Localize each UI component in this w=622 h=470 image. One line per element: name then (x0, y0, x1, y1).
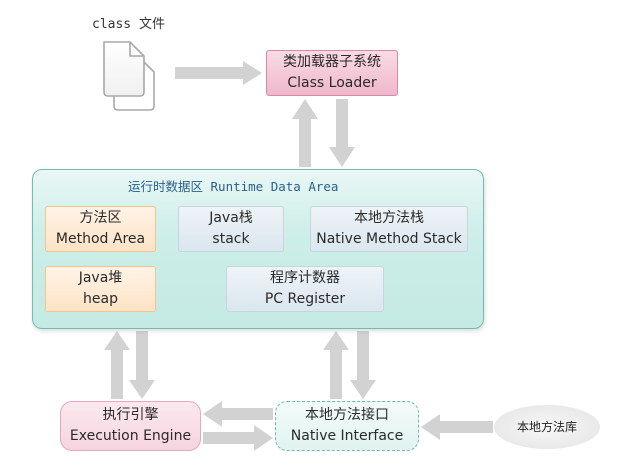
runtime-data-area-title: 运行时数据区 Runtime Data Area (128, 179, 339, 194)
arrow-loader-to-area (329, 99, 355, 167)
class-loader-cn: 类加载器子系统 (283, 54, 381, 70)
native-interface-en: Native Interface (290, 428, 404, 444)
heap-box: Java堆 heap (45, 266, 156, 312)
native-method-stack-box: 本地方法栈 Native Method Stack (310, 206, 468, 252)
arrow-area-to-engine (129, 331, 155, 399)
document-stack-icon (103, 41, 155, 111)
arrow-library-to-native (421, 414, 493, 440)
arrow-native-to-area (323, 331, 349, 399)
method-area-en: Method Area (55, 231, 146, 247)
arrow-area-to-native (350, 331, 376, 399)
method-area-box: 方法区 Method Area (45, 206, 156, 252)
arrow-file-to-loader (175, 61, 262, 85)
pc-register-en: PC Register (264, 291, 346, 307)
arrow-engine-to-area (104, 331, 130, 399)
method-area-cn: 方法区 (79, 210, 122, 226)
native-method-stack-cn: 本地方法栈 (354, 210, 424, 226)
java-stack-box: Java栈 stack (178, 206, 284, 252)
arrow-native-to-engine (203, 401, 273, 427)
pc-register-box: 程序计数器 PC Register (226, 266, 384, 312)
native-interface-box: 本地方法接口 Native Interface (275, 401, 419, 451)
native-library-ellipse: 本地方法库 (494, 405, 600, 449)
native-library-label: 本地方法库 (516, 419, 577, 434)
execution-engine-box: 执行引擎 Execution Engine (60, 401, 201, 451)
class-loader-box: 类加载器子系统 Class Loader (266, 50, 398, 96)
native-method-stack-en: Native Method Stack (316, 231, 462, 247)
heap-cn: Java堆 (78, 270, 123, 286)
class-file-label: class 文件 (92, 17, 165, 32)
execution-engine-cn: 执行引擎 (102, 407, 159, 423)
java-stack-cn: Java栈 (209, 210, 253, 226)
pc-register-cn: 程序计数器 (270, 270, 340, 286)
heap-en: heap (83, 291, 118, 307)
java-stack-en: stack (212, 231, 250, 247)
class-loader-en: Class Loader (287, 75, 377, 91)
arrow-area-to-loader (292, 99, 318, 167)
arrow-engine-to-native (203, 425, 273, 451)
execution-engine-en: Execution Engine (69, 428, 192, 444)
native-interface-cn: 本地方法接口 (305, 407, 389, 423)
